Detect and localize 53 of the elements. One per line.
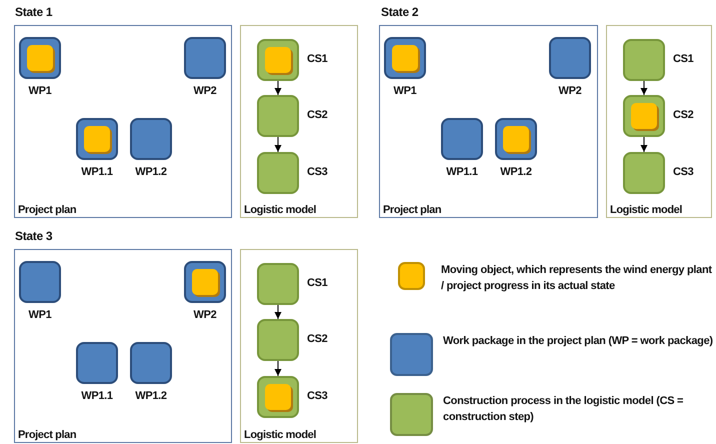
- project-plan-panel: [14, 249, 232, 443]
- panel-title: Logistic model: [244, 204, 316, 216]
- state-heading: State 3: [15, 229, 52, 243]
- moving-object-square: [392, 45, 418, 71]
- project-plan-panel: [379, 25, 598, 218]
- work-package-label: WP1.2: [499, 166, 533, 178]
- construction-step-label: CS1: [307, 53, 328, 65]
- moving-object-square: [265, 384, 291, 410]
- arrow: [274, 360, 282, 376]
- work-package-label: WP1.1: [80, 166, 114, 178]
- work-package-label: WP2: [192, 309, 218, 321]
- construction-step-label: CS2: [307, 333, 328, 345]
- construction-step-label: CS1: [673, 53, 694, 65]
- work-package-label: WP1.2: [134, 390, 168, 402]
- moving-object-square: [503, 126, 529, 152]
- panel-title: Project plan: [18, 204, 76, 216]
- logistic-model-panel: [606, 25, 712, 218]
- construction-step-label: CS3: [673, 166, 694, 178]
- panel-title: Logistic model: [244, 429, 316, 441]
- legend-text: Moving object, which represents the wind energy plant / project progress in its actual state: [441, 263, 713, 294]
- moving-object-square: [192, 269, 218, 295]
- work-package-label: WP2: [192, 85, 218, 97]
- arrow: [274, 136, 282, 152]
- state-heading: State 2: [381, 5, 418, 19]
- arrow: [640, 136, 648, 152]
- panel-title: Project plan: [383, 204, 442, 216]
- panel-title: Project plan: [18, 429, 76, 441]
- moving-object-square: [631, 103, 657, 129]
- arrow: [640, 80, 648, 96]
- construction-step-label: CS2: [307, 109, 328, 121]
- panel-title: Logistic model: [610, 204, 682, 216]
- logistic-model-panel: [240, 25, 358, 218]
- work-package-label: WP1.1: [80, 390, 114, 402]
- moving-object-square: [84, 126, 110, 152]
- arrow: [274, 80, 282, 96]
- moving-object-square: [265, 47, 291, 73]
- state-heading: State 1: [15, 5, 52, 19]
- work-package-label: WP1: [28, 309, 52, 321]
- construction-step-label: CS1: [307, 277, 328, 289]
- legend-text: Construction process in the logistic model (CS = construction step): [443, 394, 684, 425]
- construction-step-label: CS2: [673, 109, 694, 121]
- work-package-label: WP1: [392, 85, 418, 97]
- moving-object-square: [27, 45, 53, 71]
- logistic-model-panel: [240, 249, 358, 443]
- work-package-label: WP2: [558, 85, 582, 97]
- work-package-label: WP1.1: [445, 166, 479, 178]
- project-plan-panel: [14, 25, 232, 218]
- construction-step-label: CS3: [307, 390, 328, 402]
- arrow: [274, 304, 282, 320]
- work-package-label: WP1.2: [134, 166, 168, 178]
- construction-step-label: CS3: [307, 166, 328, 178]
- work-package-label: WP1: [28, 85, 52, 97]
- legend-text: Work package in the project plan (WP = work package): [443, 334, 714, 349]
